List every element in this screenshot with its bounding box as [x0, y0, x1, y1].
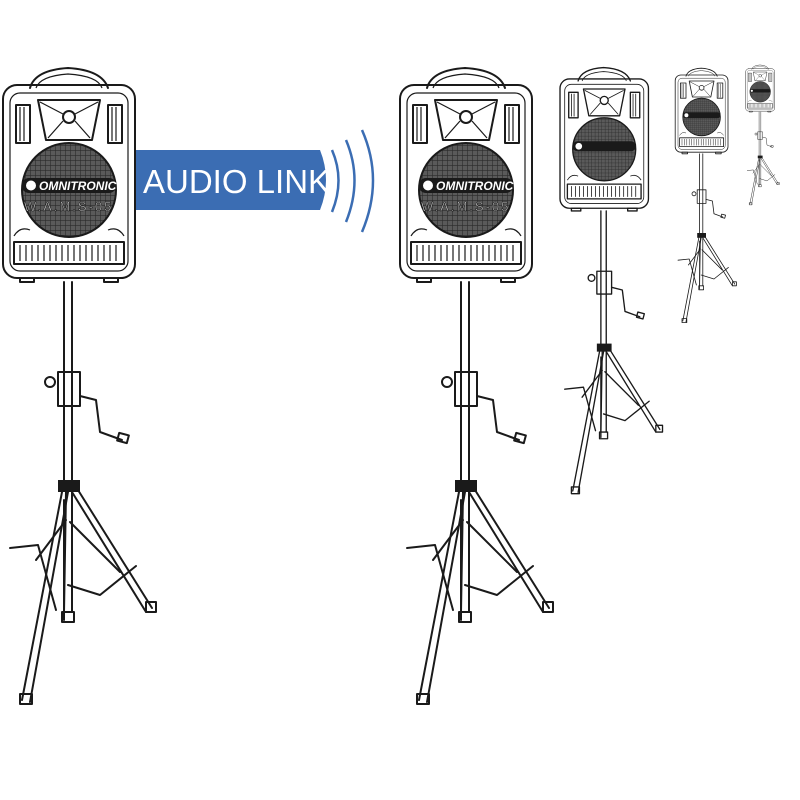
speaker-on-stand-slave	[399, 67, 554, 705]
model-logo-text: W.A.M.S-05	[24, 199, 113, 214]
speaker-logo-master: OMNITRONIC W.A.M.S-05	[24, 179, 117, 214]
banner-label: AUDIO LINK	[143, 163, 330, 200]
speaker-logo-slave: OMNITRONIC W.A.M.S-05	[421, 179, 514, 214]
audio-link-banner: AUDIO LINK	[135, 150, 330, 210]
signal-waves-icon	[330, 129, 375, 233]
brand-logo-text: OMNITRONIC	[39, 179, 117, 193]
model-logo-text: W.A.M.S-05	[421, 199, 510, 214]
speaker-on-stand-slave	[745, 64, 780, 206]
brand-logo-text: OMNITRONIC	[436, 179, 514, 193]
speaker-on-stand-slave	[559, 66, 664, 495]
banner-shape	[135, 150, 326, 210]
speaker-on-stand-master	[2, 67, 157, 705]
speaker-on-stand-slave	[674, 67, 737, 324]
